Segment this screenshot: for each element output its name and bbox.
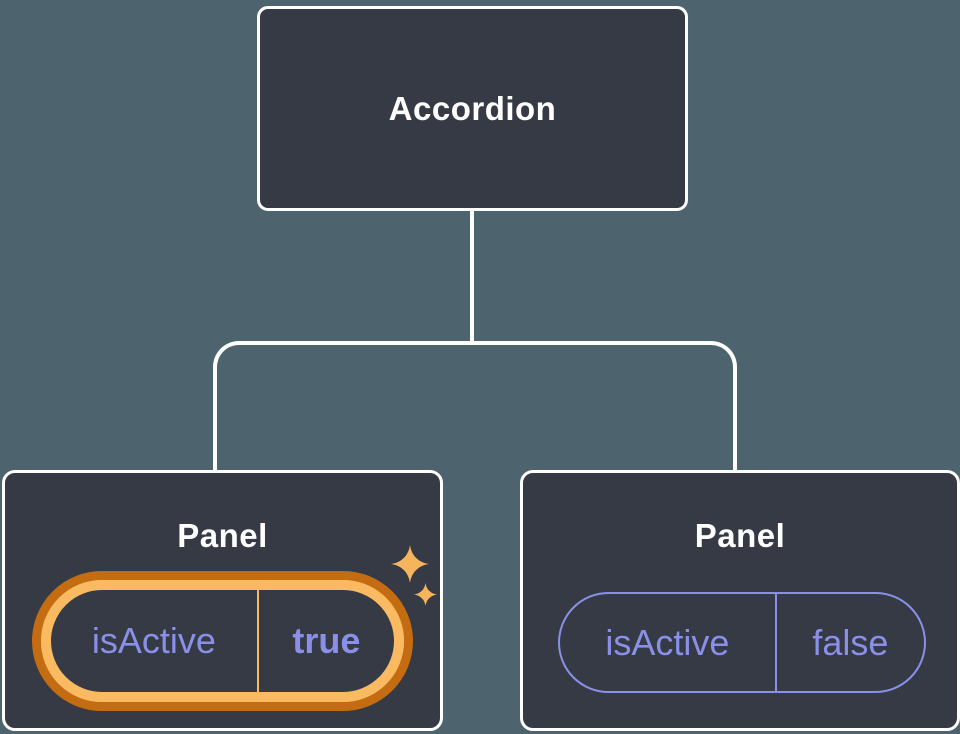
connector-branch — [213, 341, 737, 471]
component-node-panel-inactive: Panel isActive false — [520, 470, 960, 731]
state-key: isActive — [560, 594, 777, 691]
panel-title: Panel — [694, 517, 786, 554]
component-node-panel-active: Panel isActive true — [2, 470, 443, 731]
panel-title: Panel — [177, 517, 268, 554]
state-value: true — [292, 620, 361, 661]
accordion-node-label: Accordion — [388, 89, 557, 127]
connector-stem — [470, 211, 474, 344]
state-pill-inactive: isActive false — [558, 592, 926, 693]
sparkle-icon — [414, 583, 437, 606]
sparkle-icon — [391, 545, 429, 583]
state-value: false — [812, 621, 889, 663]
state-key: isActive — [51, 590, 259, 692]
state-pill-active: isActive true — [32, 571, 413, 711]
component-node-accordion: Accordion — [257, 6, 688, 211]
